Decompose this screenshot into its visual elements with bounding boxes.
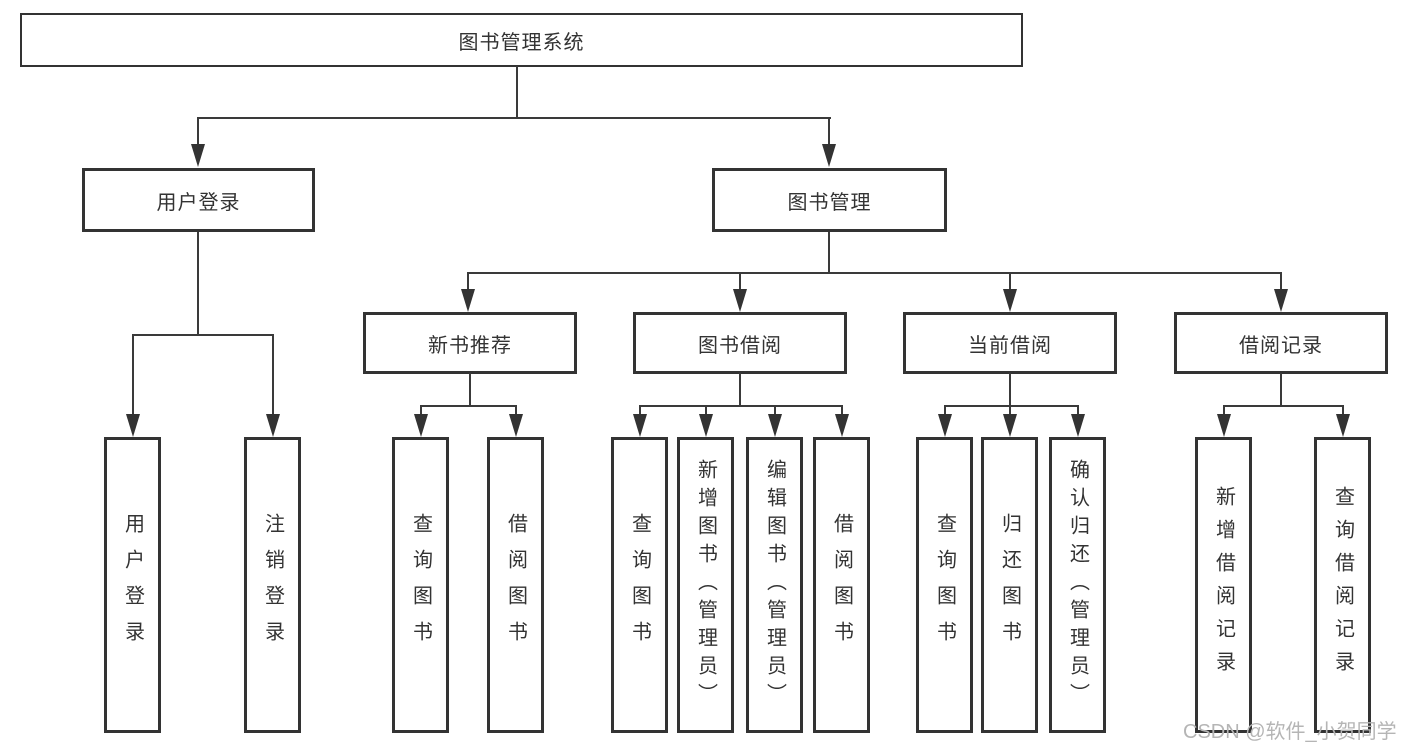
connector-line [197,232,199,335]
leaf-return-book: 归还图书 [981,437,1038,733]
connector-line [944,405,1079,407]
arrow-down-icon [699,414,713,437]
connector-line [469,373,471,406]
node-borrow-records-label: 借阅记录 [1239,334,1323,357]
connector-line [639,406,641,416]
node-root-label: 图书管理系统 [458,31,585,54]
connector-line [132,335,134,416]
leaf-label: 借阅图书 [830,513,853,657]
connector-line [1009,273,1011,290]
arrow-down-icon [835,414,849,437]
connector-line [197,118,199,148]
node-book-management-label: 图书管理 [787,191,872,214]
connector-line [272,335,274,416]
connector-line [944,406,946,416]
leaf-add-borrow-record: 新增借阅记录 [1195,437,1252,733]
leaf-confirm-return-admin: 确认归还（管理员） [1049,437,1106,733]
arrow-down-icon [1274,289,1288,312]
connector-line [828,118,830,148]
leaf-borrow-book-recommend: 借阅图书 [487,437,544,733]
connector-line [516,66,518,118]
leaf-edit-book-admin: 编辑图书（管理员） [746,437,803,733]
node-book-management: 图书管理 [712,168,947,232]
node-current-borrow-label: 当前借阅 [968,334,1052,357]
connector-line [467,273,469,290]
connector-line [828,232,830,273]
connector-line [1077,406,1079,416]
connector-line [1223,406,1225,416]
connector-line [1342,406,1344,416]
leaf-label: 查询图书 [628,513,651,657]
connector-line [639,405,843,407]
connector-line [739,273,741,290]
connector-line [841,406,843,416]
connector-line [705,406,707,416]
arrow-down-icon [1217,414,1231,437]
leaf-user-login: 用户登录 [104,437,161,733]
leaf-query-borrow-record: 查询借阅记录 [1314,437,1371,733]
leaf-label: 编辑图书（管理员） [763,459,786,711]
leaf-label: 用户登录 [121,513,144,657]
leaf-label: 查询图书 [409,513,432,657]
node-user-login-label: 用户登录 [156,191,241,214]
arrow-down-icon [414,414,428,437]
arrow-down-icon [768,414,782,437]
leaf-label: 新增图书（管理员） [694,459,717,711]
connector-line [1280,273,1282,290]
leaf-label: 借阅图书 [504,513,527,657]
leaf-label: 确认归还（管理员） [1066,459,1089,711]
connector-line [1009,406,1011,416]
connector-line [1223,405,1344,407]
connector-line [197,117,831,119]
arrow-down-icon [733,289,747,312]
connector-line [1009,373,1011,406]
leaf-label: 归还图书 [998,513,1021,657]
connector-line [132,334,274,336]
arrow-down-icon [461,289,475,312]
arrow-down-icon [266,414,280,437]
leaf-label: 查询图书 [933,513,956,657]
leaf-query-book-current: 查询图书 [916,437,973,733]
connector-line [515,406,517,416]
arrow-down-icon [1071,414,1085,437]
node-current-borrow: 当前借阅 [903,312,1117,374]
leaf-query-book-borrow: 查询图书 [611,437,668,733]
leaf-logout: 注销登录 [244,437,301,733]
connector-line [420,406,422,416]
connector-line [467,272,1282,274]
arrow-down-icon [126,414,140,437]
connector-line [739,373,741,406]
connector-line [774,406,776,416]
node-new-book-recommend: 新书推荐 [363,312,577,374]
node-book-borrow-label: 图书借阅 [698,334,782,357]
connector-line [420,405,517,407]
node-book-borrow: 图书借阅 [633,312,847,374]
arrow-down-icon [1003,289,1017,312]
leaf-label: 新增借阅记录 [1212,486,1235,684]
leaf-borrow-book: 借阅图书 [813,437,870,733]
arrow-down-icon [822,144,836,167]
arrow-down-icon [509,414,523,437]
watermark: CSDN @软件_小贺同学 [1183,721,1397,743]
node-root: 图书管理系统 [20,13,1023,67]
connector-line [1280,373,1282,406]
arrow-down-icon [1003,414,1017,437]
node-new-book-recommend-label: 新书推荐 [428,334,512,357]
arrow-down-icon [1336,414,1350,437]
node-user-login: 用户登录 [82,168,315,232]
leaf-add-book-admin: 新增图书（管理员） [677,437,734,733]
arrow-down-icon [633,414,647,437]
leaf-query-book-recommend: 查询图书 [392,437,449,733]
leaf-label: 注销登录 [261,513,284,657]
node-borrow-records: 借阅记录 [1174,312,1388,374]
arrow-down-icon [191,144,205,167]
leaf-label: 查询借阅记录 [1331,486,1354,684]
arrow-down-icon [938,414,952,437]
